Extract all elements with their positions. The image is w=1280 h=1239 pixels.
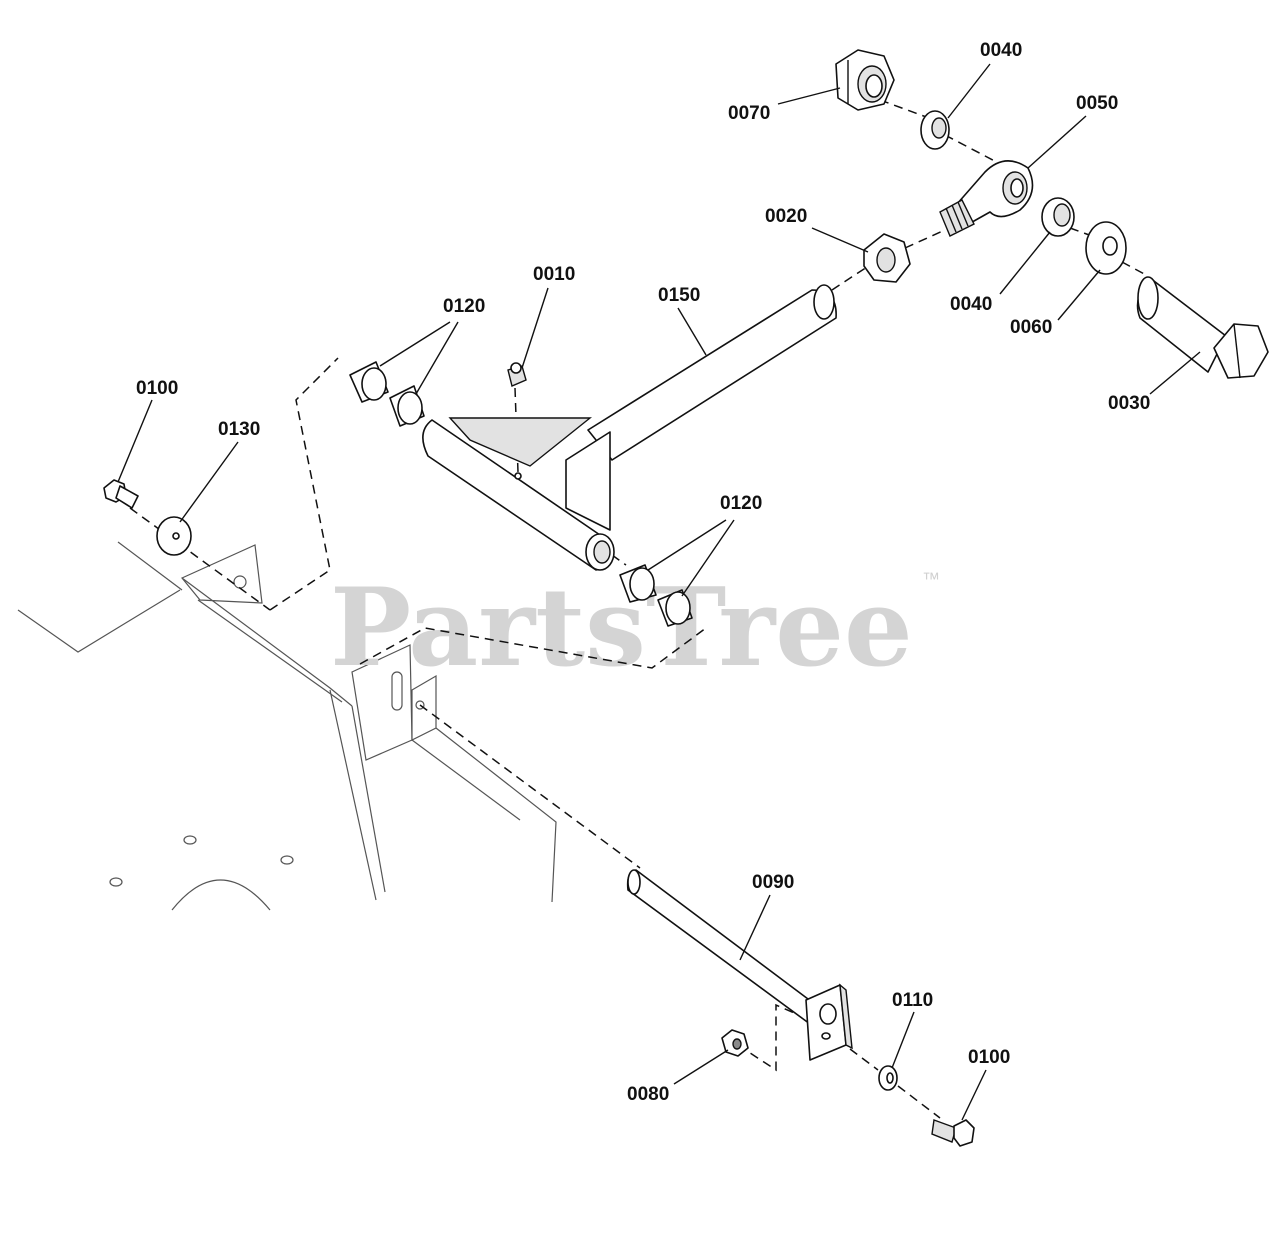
callout-0020: 0020 [765,206,807,227]
watermark-text: PartsTree [330,565,913,691]
callout-0060: 0060 [1010,317,1052,338]
callout-0050: 0050 [1076,93,1118,114]
part-0040-washer-upper [920,110,950,150]
part-0100-bolt-right [931,1119,975,1147]
callout-0130: 0130 [218,419,260,440]
part-0110-washer [878,1065,898,1091]
chassis-frame [17,541,557,911]
watermark-trademark: ™ [922,569,940,589]
part-0070-lock-nut [835,49,895,111]
callout-0150: 0150 [658,285,700,306]
callout-0010: 0010 [533,264,575,285]
callout-0100-right: 0100 [968,1047,1010,1068]
threaded-shank [939,199,975,237]
part-0150-pivot-arm [422,284,837,571]
part-0060-flat-washer [1085,221,1127,275]
part-0120-bushings-upper [349,361,425,427]
callout-0040-top: 0040 [980,40,1022,61]
part-0120-bushings-lower [619,564,693,627]
callout-0040-bottom: 0040 [950,294,992,315]
part-0030-hex-bolt [1136,276,1269,379]
callout-0100-left: 0100 [136,378,178,399]
callout-0090: 0090 [752,872,794,893]
callout-0110: 0110 [892,990,933,1011]
part-0010-grease-fitting [507,362,527,387]
callout-0120-upper: 0120 [443,296,485,317]
callout-0080: 0080 [627,1084,669,1105]
part-0050-rod-end [939,160,1034,237]
callout-0030: 0030 [1108,393,1150,414]
part-0100-bolt-left [103,479,139,509]
part-0020-jam-nut [863,233,911,283]
leader-lines [117,63,1201,1121]
part-0130-washer [156,516,192,556]
part-0090-pivot-pin [626,869,853,1061]
part-0040-washer-lower [1041,197,1075,237]
callout-0070: 0070 [728,103,770,124]
callout-labels: 0070 0040 0050 0020 0040 0060 0030 0010 … [136,40,1150,1105]
callout-0120-lower: 0120 [720,493,762,514]
